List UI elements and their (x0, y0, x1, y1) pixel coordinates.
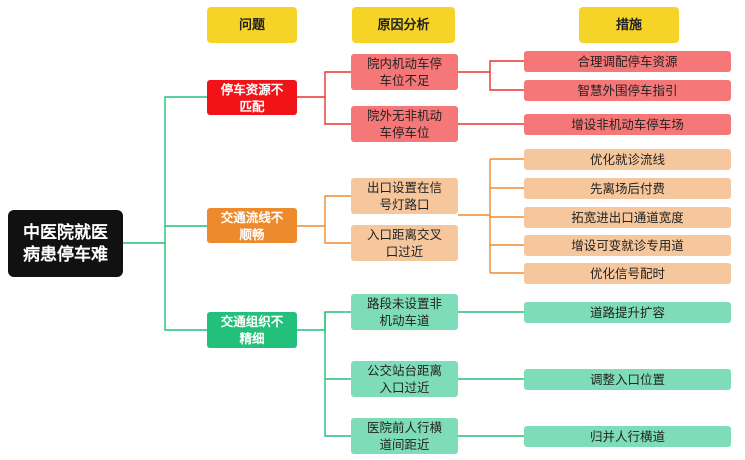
measure-node-10: 调整入口位置 (524, 369, 731, 390)
cause-5-line1: 路段未设置非 (366, 296, 442, 311)
header-problem: 问题 (207, 7, 297, 43)
cause-7-line1: 医院前人行横 (366, 420, 442, 435)
cause-4-line1: 入口距离交叉 (366, 227, 442, 242)
problem-node-traffic-flow: 交通流线不顺畅 (207, 208, 297, 243)
cause-node-3: 出口设置在信号灯路口 (351, 178, 458, 214)
measure-node-9: 道路提升扩容 (524, 302, 731, 323)
problem-1-line2: 匹配 (239, 98, 265, 114)
header-measure: 措施 (579, 7, 679, 43)
cause-node-7: 医院前人行横道间距近 (351, 418, 458, 454)
problem-3-line1: 交通组织不 (220, 314, 284, 329)
cause-1-line2: 车位不足 (379, 73, 430, 88)
problem-1-line1: 停车资源不 (220, 81, 284, 97)
cause-5-line2: 机动车道 (379, 313, 430, 328)
measure-node-4: 优化就诊流线 (524, 149, 731, 170)
cause-node-2: 院外无非机动车停车位 (351, 106, 458, 142)
measure-node-2: 智慧外围停车指引 (524, 80, 731, 101)
problem-2-line2: 顺畅 (239, 226, 265, 242)
root-line2: 病患停车难 (23, 244, 108, 265)
root-line1: 中医院就医 (23, 222, 108, 243)
cause-node-5: 路段未设置非机动车道 (351, 294, 458, 330)
measure-node-6: 拓宽进出口通道宽度 (524, 207, 731, 228)
root-node: 中医院就医 病患停车难 (8, 210, 123, 277)
cause-7-line2: 道间距近 (379, 437, 430, 452)
problem-node-traffic-organization: 交通组织不精细 (207, 312, 297, 348)
problem-node-resource-mismatch: 停车资源不匹配 (207, 80, 297, 115)
cause-2-line1: 院外无非机动 (366, 108, 442, 123)
measure-node-1: 合理调配停车资源 (524, 51, 731, 72)
cause-node-1: 院内机动车停车位不足 (351, 54, 458, 90)
header-cause: 原因分析 (352, 7, 455, 43)
cause-6-line2: 入口过近 (379, 380, 430, 395)
cause-1-line1: 院内机动车停 (366, 56, 442, 71)
cause-6-line1: 公交站台距离 (366, 363, 442, 378)
cause-4-line2: 口过近 (385, 244, 424, 259)
cause-node-6: 公交站台距离入口过近 (351, 361, 458, 397)
cause-3-line2: 号灯路口 (379, 197, 430, 212)
cause-3-line1: 出口设置在信 (366, 180, 442, 195)
problem-2-line1: 交通流线不 (220, 209, 284, 225)
cause-2-line2: 车停车位 (379, 125, 430, 140)
problem-3-line2: 精细 (239, 331, 265, 346)
measure-node-7: 增设可变就诊专用道 (524, 235, 731, 256)
measure-node-8: 优化信号配时 (524, 263, 731, 284)
measure-node-11: 归并人行横道 (524, 426, 731, 447)
cause-node-4: 入口距离交叉口过近 (351, 225, 458, 261)
measure-node-3: 增设非机动车停车场 (524, 114, 731, 135)
measure-node-5: 先离场后付费 (524, 178, 731, 199)
